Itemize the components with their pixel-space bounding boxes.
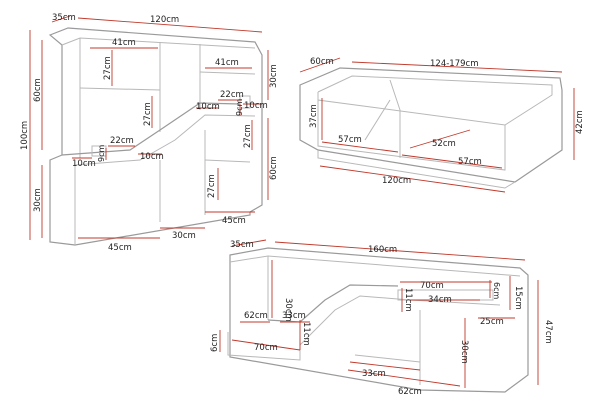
label-tv-h-total: 47cm (543, 320, 553, 344)
label-tv-h-mid: 11cm (403, 288, 413, 312)
label-w-top: 35cm (52, 13, 76, 23)
dim-line (319, 165, 506, 193)
label-w-step2: 10cm (196, 102, 220, 112)
label-w-inner2: 52cm (432, 139, 456, 149)
label-tv-w-lower2: 62cm (398, 387, 422, 397)
bookcase-step-upper (61, 102, 241, 156)
label-w-inner1: 57cm (338, 135, 362, 145)
dim-line (77, 17, 263, 33)
label-length: 124-179cm (430, 59, 478, 69)
label-h-lower: 30cm (33, 188, 43, 212)
label-w-step6: 10cm (140, 152, 164, 162)
label-w-base: 120cm (382, 176, 411, 186)
dim-line (51, 15, 71, 23)
label-tv-w-top-shelf: 70cm (420, 281, 444, 291)
label-tv-w-lower1: 33cm (362, 369, 386, 379)
coffee-table-divider-top (389, 79, 401, 111)
label-tv-w-left-drawer: 62cm (244, 311, 268, 321)
label-h-shelf1: 27cm (103, 56, 113, 80)
label-w-shelf1: 41cm (112, 38, 136, 48)
label-w-shelf2: 41cm (215, 58, 239, 68)
bookcase-lower-shelf (204, 159, 251, 163)
label-w-step1: 22cm (220, 90, 244, 100)
label-height: 42cm (575, 110, 585, 134)
label-tv-h-small: 6cm (492, 282, 501, 299)
label-depth: 60cm (310, 57, 334, 67)
dim-line (231, 339, 301, 351)
tv-stand-labels: 35cm 160cm 30cm 70cm 6cm 15cm 11cm 34cm … (210, 240, 553, 397)
label-tv-h-right: 15cm (513, 286, 523, 310)
tv-stand-step (267, 284, 399, 323)
dim-line (349, 361, 421, 371)
coffee-table-base (317, 150, 516, 189)
bookcase-labels: 35cm 120cm 60cm 100cm 30cm 41cm 27cm 41c… (20, 13, 279, 253)
coffee-table-dimensions (299, 57, 575, 193)
label-tv-depth: 35cm (230, 240, 254, 250)
label-h-mid1: 27cm (143, 102, 153, 126)
label-h-right-bottom: 60cm (269, 156, 279, 180)
label-tv-h-left: 30cm (283, 298, 293, 322)
tv-stand-dimensions (219, 239, 539, 388)
dim-line (231, 239, 267, 247)
label-h-right-top: 30cm (269, 64, 279, 88)
label-w-bottom-left: 45cm (108, 243, 132, 253)
coffee-table-front (317, 100, 506, 171)
label-h-mid2: 27cm (243, 124, 253, 148)
label-tv-h-base: 6cm (210, 334, 220, 352)
bookcase-dimensions (29, 15, 269, 240)
dim-line (347, 369, 461, 387)
tv-stand-outline (229, 247, 529, 393)
label-w-inner3: 57cm (458, 157, 482, 167)
bookcase-shelf-2 (199, 71, 256, 75)
dim-line (299, 57, 341, 73)
label-h-step: 9cm (235, 99, 244, 116)
bookcase-drawing (48, 27, 263, 246)
dim-line (401, 154, 503, 169)
coffee-table-outline (299, 67, 563, 183)
label-tv-w-right-side: 25cm (480, 317, 504, 327)
coffee-table-diagonal (364, 99, 391, 141)
label-h-step2: 9cm (97, 145, 106, 162)
tv-stand-bottom-shelf (354, 354, 421, 363)
dim-line (321, 141, 399, 153)
label-w-bottom-right: 45cm (222, 216, 246, 226)
label-h-low: 27cm (207, 174, 217, 198)
dim-line (409, 129, 471, 149)
label-tv-w-base: 70cm (254, 343, 278, 353)
bookcase-shelf-1 (79, 87, 161, 91)
coffee-table-labels: 60cm 124-179cm 37cm 57cm 52cm 57cm 120cm… (309, 57, 585, 186)
label-tv-w-mid: 34cm (428, 295, 452, 305)
coffee-table-top-inner (317, 75, 553, 126)
label-tv-w-step: 33cm (282, 311, 306, 321)
label-h-total: 100cm (20, 121, 30, 150)
label-w-step4: 22cm (110, 136, 134, 146)
label-w-step3: 10cm (244, 101, 268, 111)
label-w-total: 120cm (150, 15, 179, 25)
bookcase-cubby-2 (239, 95, 251, 109)
coffee-table-drawing (299, 67, 563, 189)
bookcase-step-lower (74, 114, 256, 166)
label-tv-h-step: 11cm (301, 322, 311, 346)
label-h-upper: 60cm (33, 78, 43, 102)
label-tv-width: 160cm (368, 245, 397, 255)
label-w-bottom-mid: 30cm (172, 231, 196, 241)
dim-line (351, 61, 563, 73)
tv-stand-step-lower (299, 295, 501, 346)
dim-line (274, 241, 526, 261)
label-w-step5: 10cm (72, 159, 96, 169)
label-h-inner: 37cm (309, 104, 319, 128)
tv-stand-top (229, 255, 521, 277)
label-tv-h-lower: 30cm (459, 340, 469, 364)
